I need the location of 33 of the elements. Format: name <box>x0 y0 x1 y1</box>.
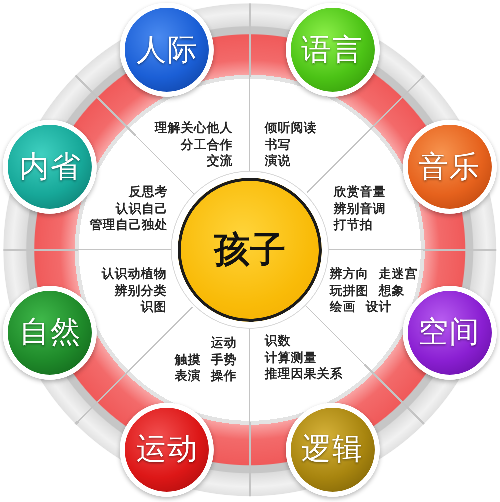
skill-text: 演说 <box>265 153 291 170</box>
skill-text: 识数 <box>265 333 291 350</box>
skill-text: 欣赏音量 <box>334 184 386 200</box>
skill-text: 计算测量 <box>265 350 317 366</box>
category-label: 空间 <box>418 314 481 352</box>
skill-text: 运动 <box>211 335 237 352</box>
category-label: 内省 <box>19 148 82 187</box>
skill-text: 倾听阅读 <box>265 120 317 136</box>
skill-text: 绘画 设计 <box>330 299 392 316</box>
skill-text: 玩拼图 想象 <box>330 282 405 299</box>
skill-text: 辨别音调 <box>334 200 386 217</box>
skill-text: 表演 操作 <box>175 368 237 384</box>
skill-text: 交流 <box>207 153 233 170</box>
skill-text: 认识自己 <box>116 200 168 217</box>
skill-text: 管理自己独处 <box>90 217 168 234</box>
category-label: 音乐 <box>418 148 481 187</box>
category-label: 人际 <box>136 32 198 70</box>
skill-text: 反思考 <box>129 184 168 200</box>
skill-text: 理解关心他人 <box>155 120 233 136</box>
category-label: 自然 <box>19 314 82 352</box>
skill-text: 识图 <box>141 299 167 316</box>
category-label: 语言 <box>302 32 364 70</box>
skill-text: 分工合作 <box>181 136 233 153</box>
skill-text: 认识动植物 <box>102 266 167 282</box>
category-label: 逻辑 <box>302 431 364 470</box>
center-label: 孩子 <box>214 228 286 272</box>
skill-text: 打节拍 <box>334 217 373 234</box>
skill-text: 书写 <box>265 136 291 153</box>
skill-text: 辨别分类 <box>115 282 167 299</box>
category-label: 运动 <box>136 431 198 470</box>
skill-text: 推理因果关系 <box>265 366 343 382</box>
skill-text: 辨方向 走迷宫 <box>330 266 418 282</box>
skill-text: 触摸 手势 <box>175 352 237 368</box>
